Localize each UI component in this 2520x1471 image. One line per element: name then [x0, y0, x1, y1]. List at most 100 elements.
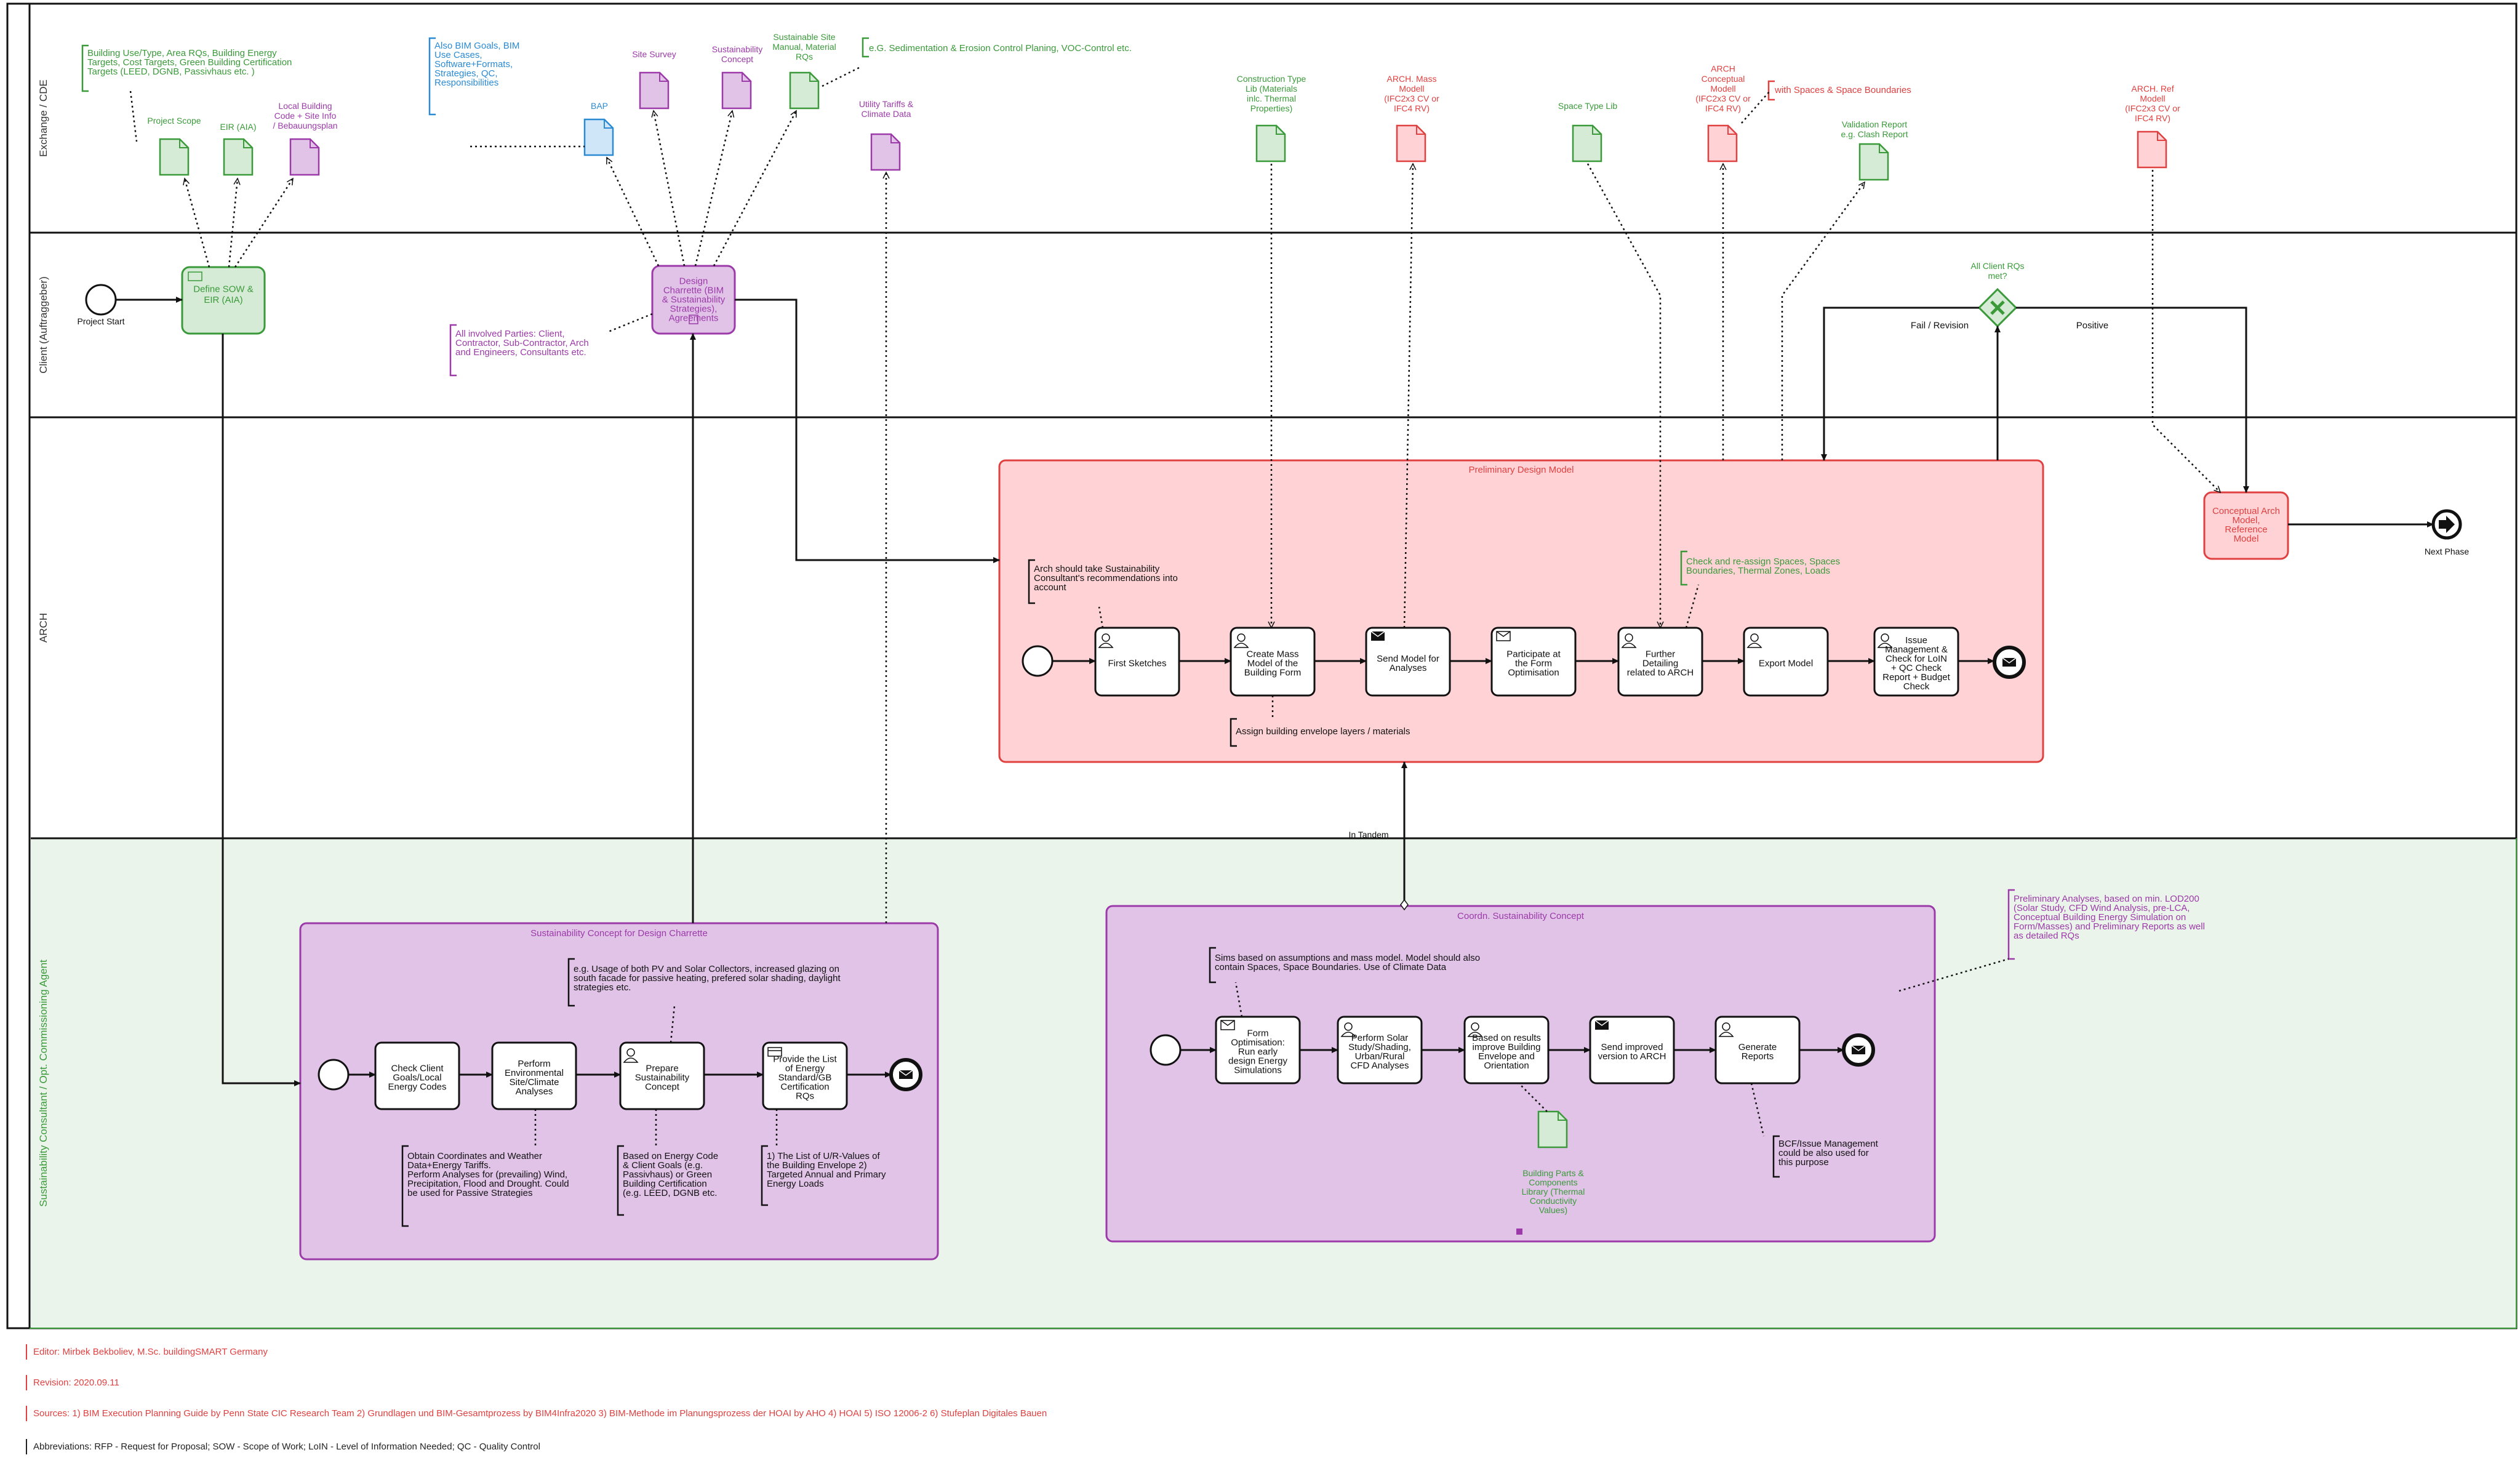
project-scope-label: Project Scope [147, 116, 201, 126]
space-type-lib-doc[interactable] [1572, 124, 1602, 162]
collapsed-marker-icon [1516, 1229, 1522, 1235]
association-11 [1234, 982, 1243, 1017]
sustainability-concept-title: Sustainability Concept for Design Charre… [530, 928, 708, 939]
assoc-bap-charrette [606, 156, 660, 267]
sustainability-start-event[interactable] [318, 1059, 350, 1091]
send-task-icon-flap [1594, 1020, 1609, 1026]
user-task-icon-body [1467, 1032, 1483, 1037]
building-parts-lib-doc-fold [1558, 1112, 1567, 1121]
user-task-icon [1344, 1022, 1353, 1031]
user-task-icon [1237, 633, 1246, 642]
arch-mass-model-doc[interactable] [1396, 124, 1426, 162]
building-parts-lib-doc[interactable] [1537, 1110, 1568, 1148]
bcf-issue-bracket [1772, 1135, 1780, 1178]
utility-tariffs-doc-fold [890, 134, 900, 143]
project-start-event[interactable] [85, 284, 117, 316]
coordinates-weather-bracket [401, 1145, 409, 1227]
sustainability-concept-subprocess[interactable] [299, 922, 939, 1261]
next-phase-label: Next Phase [2425, 547, 2470, 556]
sustainable-site-manual-doc[interactable] [789, 71, 820, 110]
receive-task-icon-flap [1220, 1020, 1235, 1026]
association-7 [670, 1005, 676, 1043]
bap-label: BAP [591, 101, 608, 111]
define-sow-label: Define SOW &EIR (AIA) [193, 284, 254, 305]
energy-code-bracket [617, 1145, 624, 1216]
footer-editor: Editor: Mirbek Bekboliev, M.Sc. building… [26, 1344, 268, 1360]
lane-sustainability-label: Sustainability Consultant / Opt. Commiss… [38, 960, 49, 1207]
validation-report-doc[interactable] [1858, 143, 1889, 181]
arch-conceptual-model-doc[interactable] [1707, 124, 1738, 162]
export-model-task-label: Export Model [1759, 658, 1813, 668]
eir-doc[interactable] [223, 138, 254, 176]
eir-label: EIR (AIA) [220, 122, 256, 132]
local-building-code-doc[interactable] [289, 138, 320, 176]
project-scope-doc[interactable] [159, 138, 190, 176]
validation-report-doc-fold [1879, 144, 1888, 153]
bap-doc-fold [604, 119, 613, 129]
user-task-icon-body [623, 1057, 639, 1063]
assoc-validation-report [1781, 181, 1866, 460]
user-task-icon-body [1718, 1032, 1734, 1037]
in-tandem-label: In Tandem [1348, 830, 1388, 840]
user-task-icon-body [1877, 643, 1893, 648]
arch-start-event[interactable] [1022, 645, 1054, 677]
lane-arch-label: ARCH [38, 613, 49, 643]
user-task-icon [1881, 633, 1889, 642]
spaces-boundaries-bracket [1767, 80, 1775, 101]
assoc-arch-ref-model [2151, 170, 2222, 494]
pv-solar-bracket [567, 958, 575, 1007]
envelope-layers-bracket [1230, 718, 1237, 747]
arch-ref-model-doc[interactable] [2137, 130, 2167, 169]
receive-task-icon-flap [1496, 631, 1511, 637]
lane-client-label: Client (Auftraggeber) [38, 276, 49, 374]
user-task-icon-body [1233, 643, 1249, 648]
sustainability-concept-doc[interactable] [721, 71, 752, 110]
local-building-code-doc-fold [310, 139, 319, 148]
project-scope-doc-fold [179, 139, 188, 148]
sims-assumptions-annotation: Sims based on assumptions and mass model… [1215, 953, 1480, 972]
collapsed-subprocess-icon [689, 315, 698, 324]
first-sketches-task-label: First Sketches [1108, 658, 1166, 668]
construction-type-lib-doc[interactable] [1255, 124, 1286, 162]
association-15 [606, 313, 653, 334]
spaces-boundaries-annotation: with Spaces & Space Boundaries [1774, 85, 1911, 95]
utility-tariffs-doc[interactable] [870, 133, 901, 171]
positive-label: Positive [2076, 320, 2109, 331]
association-12 [1518, 1083, 1548, 1112]
assoc-sow-project-scope [183, 177, 210, 268]
preliminary-design-subprocess[interactable] [998, 459, 2044, 763]
bap-doc[interactable] [583, 118, 614, 156]
assoc-concept-charrette [694, 110, 735, 267]
coordn-start-event[interactable] [1150, 1034, 1182, 1066]
arch-recommendations-bracket [1028, 559, 1035, 604]
arch-mass-model-doc-fold [1416, 126, 1425, 135]
site-survey-doc[interactable] [639, 71, 670, 110]
association-13 [1750, 1083, 1765, 1137]
footer-sources: Sources: 1) BIM Execution Planning Guide… [26, 1406, 1047, 1421]
envelope-flap-icon [1851, 1045, 1866, 1051]
sustainable-site-manual-doc-fold [809, 73, 818, 82]
envelope-layers-annotation: Assign building envelope layers / materi… [1236, 726, 1410, 737]
arch-conceptual-model-doc-fold [1727, 126, 1737, 135]
